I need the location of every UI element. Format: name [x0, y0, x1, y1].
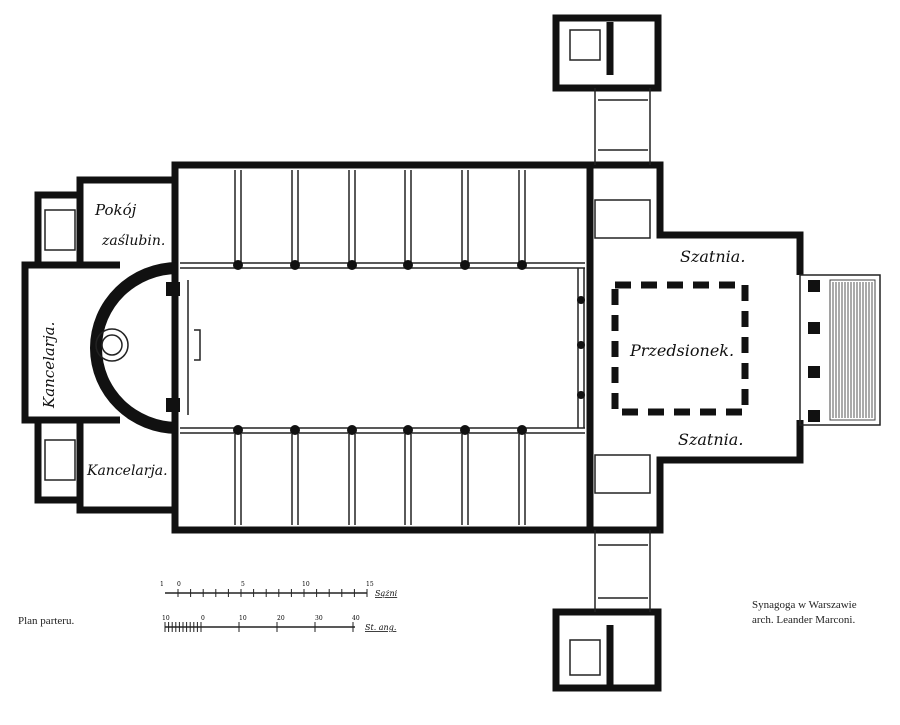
- svg-text:5: 5: [241, 581, 245, 588]
- architect-caption: arch. Leander Marconi.: [752, 614, 856, 626]
- apse: [90, 262, 178, 434]
- svg-text:40: 40: [352, 615, 360, 622]
- room-label-szatnia-top: Szatnia.: [680, 247, 745, 266]
- room-label-szatnia-bottom: Szatnia.: [678, 430, 743, 449]
- gallery-bays: [233, 170, 585, 525]
- room-label-kancelarja-left: Kancelarja.: [40, 322, 58, 409]
- stairs-vestibule: [594, 199, 651, 494]
- column: [233, 260, 243, 270]
- column: [290, 260, 300, 270]
- plan-caption: Plan parteru.: [18, 615, 75, 627]
- column: [403, 425, 413, 435]
- column: [347, 260, 357, 270]
- vestibule-walls: [590, 161, 881, 534]
- svg-text:St. ang.: St. ang.: [365, 623, 396, 632]
- column: [290, 425, 300, 435]
- column: [347, 425, 357, 435]
- column: [517, 425, 527, 435]
- ark: [95, 328, 129, 362]
- title-caption: Synagoga w Warszawie: [752, 599, 857, 611]
- scale-bar-bottom: 10 0 10 20 30 40 St. ang.: [162, 615, 396, 632]
- room-label-pokoj: Pokój: [94, 201, 137, 219]
- svg-text:10: 10: [239, 615, 247, 622]
- svg-text:0: 0: [177, 581, 181, 588]
- room-label-przedsionek: Przedsionek.: [629, 341, 734, 360]
- column: [577, 341, 585, 349]
- entrance-steps: [832, 282, 873, 418]
- room-label-zaslubin: zaślubin.: [101, 233, 165, 249]
- stairs-left: [44, 209, 76, 481]
- column: [577, 296, 585, 304]
- column: [403, 260, 413, 270]
- column: [233, 425, 243, 435]
- column: [460, 260, 470, 270]
- column: [517, 260, 527, 270]
- room-label-kancelarja-bottom: Kancelarja.: [86, 463, 168, 479]
- svg-text:30: 30: [315, 615, 323, 622]
- svg-text:20: 20: [277, 615, 285, 622]
- svg-text:1: 1: [160, 581, 164, 588]
- column: [577, 391, 585, 399]
- left-wing-walls: [21, 176, 175, 514]
- svg-text:10: 10: [302, 581, 310, 588]
- svg-text:10: 10: [162, 615, 170, 622]
- towers: [552, 14, 662, 692]
- column: [460, 425, 470, 435]
- svg-text:Sążni: Sążni: [375, 589, 398, 598]
- svg-text:0: 0: [201, 615, 205, 622]
- nave-walls: [171, 161, 594, 534]
- svg-text:15: 15: [366, 581, 374, 588]
